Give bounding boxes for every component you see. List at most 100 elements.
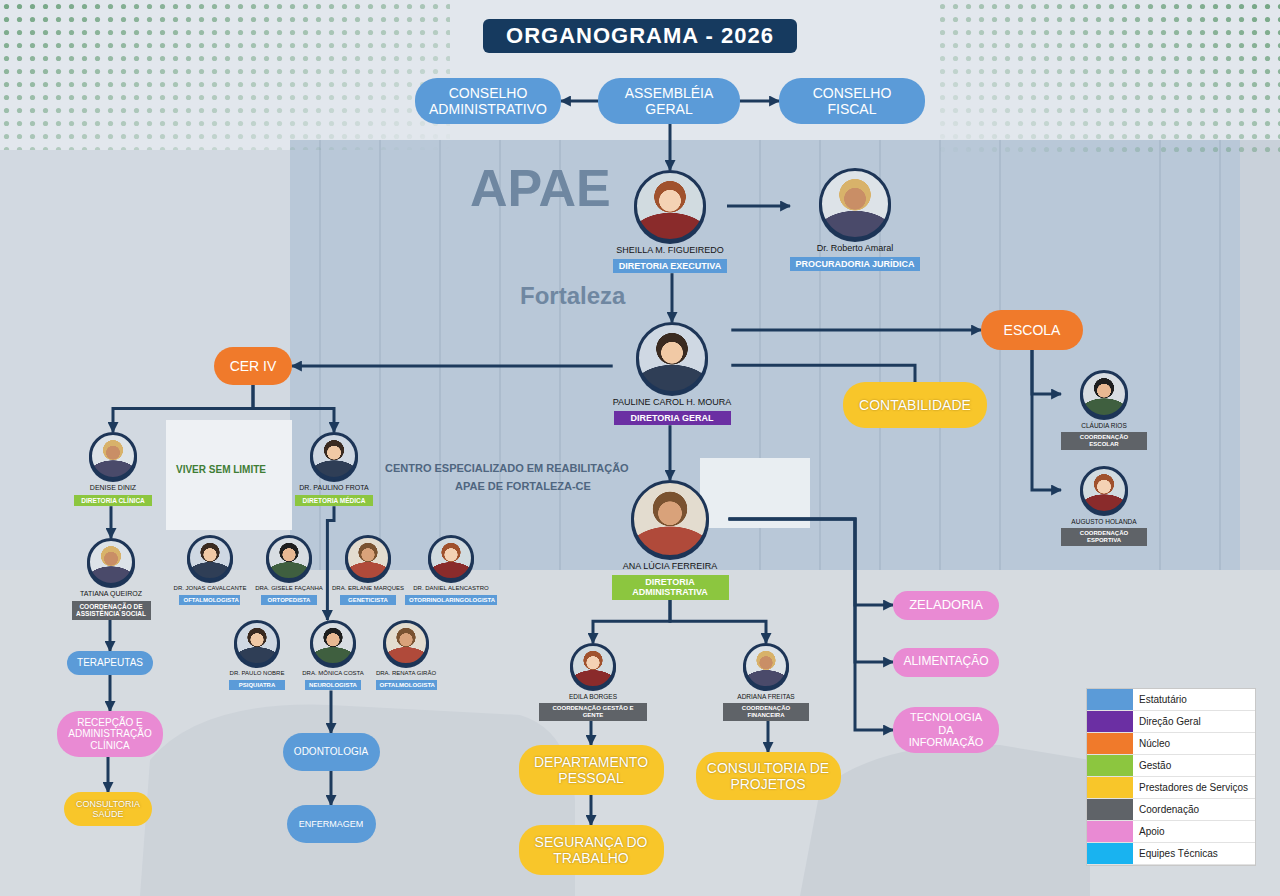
legend-text: Equipes Técnicas <box>1139 848 1218 859</box>
portrait-photo <box>636 322 708 394</box>
connector <box>1032 350 1061 394</box>
role-badge: DIRETORIA GERAL <box>614 411 731 425</box>
person-name: DRA. GISELE FAÇANHA <box>255 585 323 592</box>
legend-swatch <box>1087 777 1133 798</box>
role-badge: OFTALMOLOGISTA <box>376 680 437 691</box>
portrait-photo <box>631 480 709 558</box>
portrait-photo <box>310 620 356 666</box>
role-badge: PSIQUIATRA <box>229 680 285 691</box>
background-text: APAE DE FORTALEZA-CE <box>455 480 591 492</box>
person-node: PAULINE CAROL H. MOURA DIRETORIA GERAL <box>613 322 732 425</box>
person-node: DRA. ERLANE MARQUES GENETICISTA <box>332 535 404 605</box>
connector <box>729 519 894 605</box>
connector <box>590 795 593 825</box>
node-label: ZELADORIA <box>909 598 983 613</box>
legend-row: Direção Geral <box>1087 711 1255 733</box>
pill-node: ZELADORIA <box>893 591 999 620</box>
person-node: EDILA BORGESCOORDENAÇÃO GESTÃO E GENTE <box>539 643 647 721</box>
portrait-photo <box>87 538 135 586</box>
pill-node: RECEPÇÃO E ADMINISTRAÇÃO CLÍNICA <box>57 711 163 757</box>
connector <box>327 506 334 620</box>
connector <box>593 600 670 643</box>
role-badge: OFTALMOLOGISTA <box>179 595 240 606</box>
person-node: DR. DANIEL ALENCASTROOTORRINOLARINGOLOGI… <box>405 535 497 605</box>
pill-node: CONSELHO ADMINISTRATIVO <box>415 78 561 124</box>
person-name: ADRIANA FREITAS <box>737 693 794 700</box>
node-label: ODONTOLOGIA <box>294 746 368 758</box>
legend-row: Coordenação <box>1087 799 1255 821</box>
person-node: DRA. GISELE FAÇANHA ORTOPEDISTA <box>255 535 323 605</box>
sign-board <box>166 420 292 530</box>
facade <box>290 140 1240 570</box>
pill-node: CONSULTORIA SAÚDE <box>64 792 152 826</box>
legend-row: Prestadores de Serviços <box>1087 777 1255 799</box>
person-name: TATIANA QUEIROZ <box>80 590 142 598</box>
person-node: TATIANA QUEIROZCOORDENAÇÃO DE ASSISTÊNCI… <box>72 538 151 620</box>
role-badge: NEUROLOGISTA <box>305 680 361 691</box>
role-badge: DIRETORIA MÉDICA <box>295 495 373 506</box>
pill-node: CONSULTORIA DE PROJETOS <box>696 752 841 800</box>
portrait-photo <box>187 535 233 581</box>
portrait-photo <box>1080 370 1128 418</box>
legend-text: Gestão <box>1139 760 1171 771</box>
car-shape <box>800 745 1090 896</box>
portrait-photo <box>634 170 706 242</box>
portrait-photo <box>570 643 616 689</box>
node-label: ENFERMAGEM <box>299 819 364 829</box>
portrait-photo <box>234 620 280 666</box>
role-badge: COORDENAÇÃO ESCOLAR <box>1061 432 1147 450</box>
person-node: SHEILLA M. FIGUEIREDO DIRETORIA EXECUTIVA <box>613 170 727 273</box>
connector <box>671 273 674 322</box>
person-node: AUGUSTO HOLANDACOORDENAÇÃO ESPORTIVA <box>1061 466 1147 546</box>
role-badge: DIRETORIA EXECUTIVA <box>613 259 727 273</box>
person-name: Dr. Roberto Amaral <box>817 244 894 254</box>
facade-ribs <box>320 140 1220 570</box>
person-node: DENISE DINIZDIRETORIA CLÍNICA <box>74 432 152 506</box>
role-badge: ORTOPEDISTA <box>261 595 317 606</box>
connector <box>670 600 766 643</box>
legend-row: Apoio <box>1087 821 1255 843</box>
person-node: CLÁUDIA RIOSCOORDENAÇÃO ESCOLAR <box>1061 370 1147 450</box>
legend-swatch <box>1087 733 1133 754</box>
pill-node: TERAPEUTAS <box>67 651 153 675</box>
role-badge: COORDENAÇÃO FINANCEIRA <box>723 703 809 721</box>
connector <box>1032 350 1061 490</box>
portrait-photo <box>1080 466 1128 514</box>
background-text: CENTRO ESPECIALIZADO EM REABILITAÇÃO <box>385 462 629 474</box>
node-label: SEGURANÇA DO TRABALHO <box>529 834 654 866</box>
pill-node: DEPARTAMENTO PESSOAL <box>519 745 664 795</box>
person-name: PAULINE CAROL H. MOURA <box>613 398 732 408</box>
dot-pattern <box>940 0 1280 160</box>
connector <box>590 721 593 745</box>
background-text: APAE <box>470 160 611 217</box>
role-badge: DIRETORIA CLÍNICA <box>74 495 152 506</box>
node-label: CONTABILIDADE <box>859 397 971 413</box>
person-name: DR. DANIEL ALENCASTRO <box>413 585 488 592</box>
role-badge: GENETICISTA <box>340 595 396 606</box>
legend-swatch <box>1087 755 1133 776</box>
role-badge: COORDENAÇÃO ESPORTIVA <box>1061 528 1147 546</box>
connector <box>740 100 779 103</box>
legend-text: Direção Geral <box>1139 716 1201 727</box>
node-label: ALIMENTAÇÃO <box>903 655 988 669</box>
connector <box>729 519 894 730</box>
dot-pattern <box>0 0 450 150</box>
legend-box: EstatutárioDireção GeralNúcleoGestãoPres… <box>1086 688 1256 866</box>
legend-swatch <box>1087 799 1133 820</box>
node-label: CER IV <box>230 358 277 374</box>
node-label: TERAPEUTAS <box>77 657 143 669</box>
person-node: Dr. Roberto AmaralPROCURADORIA JURÍDICA <box>790 168 920 271</box>
legend-swatch <box>1087 843 1133 864</box>
connector <box>292 365 613 368</box>
person-name: EDILA BORGES <box>569 693 617 700</box>
portrait-photo <box>266 535 312 581</box>
node-label: DEPARTAMENTO PESSOAL <box>529 754 654 786</box>
node-label: CONSULTORIA DE PROJETOS <box>706 760 831 792</box>
person-name: SHEILLA M. FIGUEIREDO <box>616 246 724 256</box>
pill-node: CONTABILIDADE <box>843 382 987 428</box>
title-bar: ORGANOGRAMA - 2026 <box>483 19 797 53</box>
person-name: DRA. ERLANE MARQUES <box>332 585 404 592</box>
pill-node: ALIMENTAÇÃO <box>893 648 999 677</box>
